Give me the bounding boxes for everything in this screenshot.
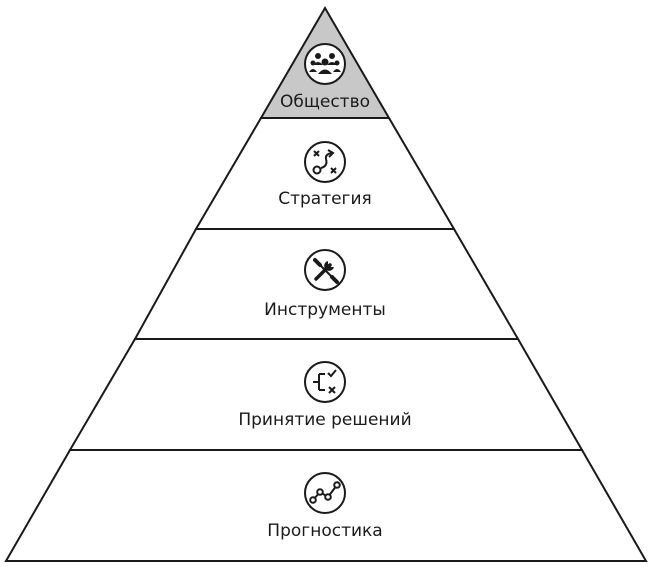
level-label-forecasting: Прогностика <box>267 521 382 541</box>
pyramid-level-strategy: Стратегия <box>194 117 456 230</box>
strategy-play-icon <box>304 141 346 183</box>
wrench-screwdriver-icon <box>304 249 346 291</box>
pyramid-level-decisions: Принятие решений <box>68 338 584 451</box>
level-label-tools: Инструменты <box>264 300 386 320</box>
level-label-decisions: Принятие решений <box>238 410 411 430</box>
level-label-strategy: Стратегия <box>278 189 372 209</box>
people-group-icon <box>304 43 346 85</box>
pyramid-level-society: Общество <box>259 6 391 119</box>
pyramid-level-forecasting: Прогностика <box>4 449 648 562</box>
level-label-society: Общество <box>280 92 370 112</box>
decision-flow-icon <box>304 361 346 403</box>
pyramid-level-tools: Инструменты <box>133 228 520 340</box>
trend-line-icon <box>304 472 346 514</box>
